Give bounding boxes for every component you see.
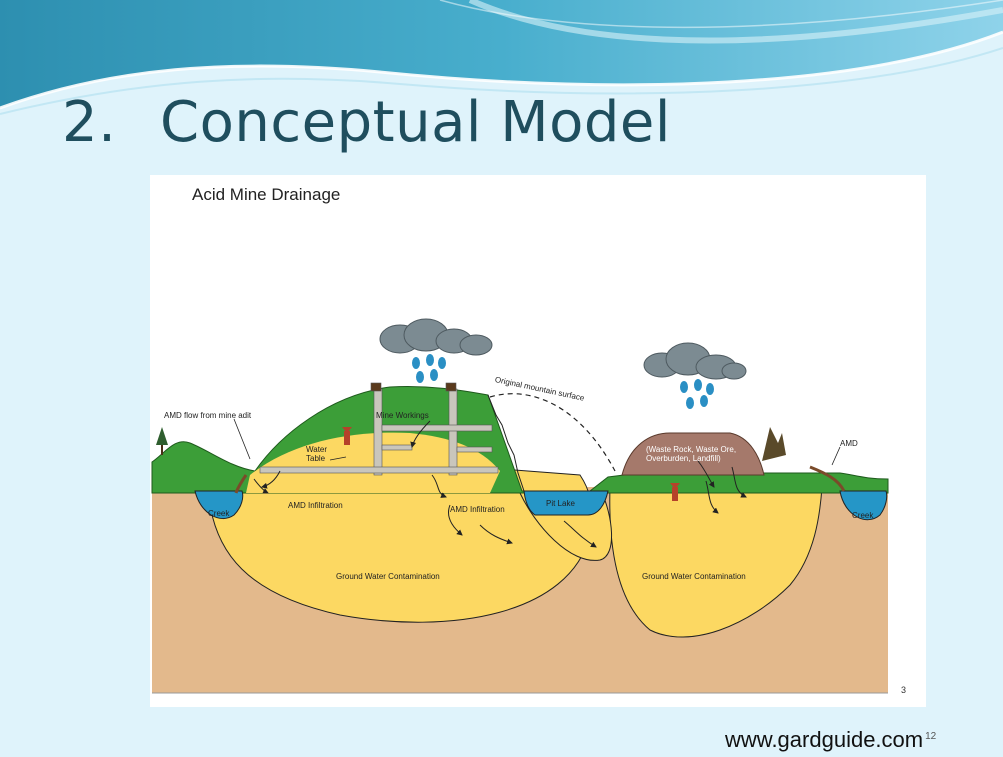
label-amd: AMD [840,439,858,448]
dead-tree-icon [762,427,786,461]
rain-right-icon [680,379,714,409]
pit-wall [487,394,525,492]
label-creek-left: Creek [208,509,230,518]
slide-title-text: Conceptual Model [160,90,671,155]
conceptual-model-figure: Acid Mine Drainage 3 AMD flow from mine … [150,175,926,707]
pit-lake [523,490,609,516]
label-pit-lake: Pit Lake [546,499,575,508]
label-amd-infiltration-1: AMD Infiltration [288,501,343,510]
creek-right [839,490,888,521]
footer-url-text: www.gardguide.com [725,727,924,752]
slide-title-number: 2. [62,90,117,155]
label-gw-contamination-1: Ground Water Contamination [336,572,440,581]
cloud-left-icon [379,318,493,356]
tree-icon [156,427,168,445]
label-amd-infiltration-2: AMD Infiltration [450,505,505,514]
creek-left [194,490,244,520]
label-amd-flow: AMD flow from mine adit [164,411,252,420]
label-creek-right: Creek [852,511,874,520]
label-mine-workings: Mine Workings [376,411,429,420]
label-leaders [233,418,841,466]
amd-seep-right [809,465,846,492]
original-mountain-surface-line [489,393,616,472]
rain-left-icon [412,354,446,383]
label-gw-contamination-2: Ground Water Contamination [642,572,746,581]
monitoring-well-right [672,487,678,501]
slide-title: 2. Conceptual Model [62,90,671,155]
slide-number: 12 [925,730,937,742]
waste-rock-pile [621,432,765,476]
mine-workings [259,382,499,476]
amd-seep-left [234,474,248,494]
water-table-yellow [246,432,500,493]
figure-page-number: 3 [901,685,907,695]
well-marker-left [342,427,352,433]
label-waste-rock: (Waste Rock, Waste Ore, Overburden, Land… [646,445,737,463]
label-water-table: Water Table [306,445,328,463]
header-wave-banner [0,0,1003,115]
acid-mine-drainage-diagram [151,318,889,694]
cloud-right-icon [643,342,747,380]
figure-title: Acid Mine Drainage [192,185,341,204]
contamination-plume-right [609,486,823,638]
tree-trunk [161,445,163,455]
well-marker-right [670,483,680,489]
flow-arrows [253,420,747,548]
monitoring-well-left [344,431,350,445]
